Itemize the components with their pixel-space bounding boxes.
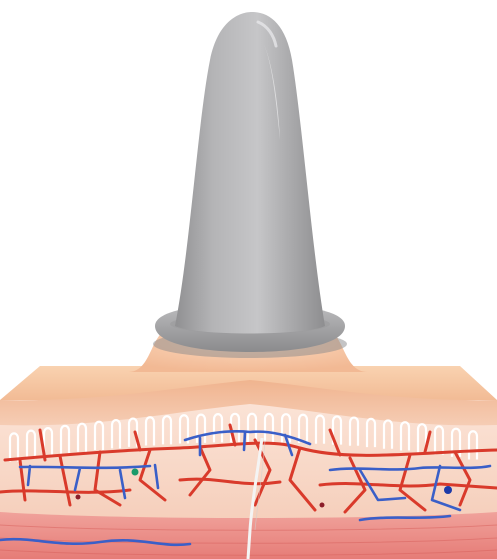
vessel-cross-section bbox=[320, 503, 325, 508]
vessel-cross-section bbox=[444, 486, 452, 494]
sweat-gland-dot bbox=[132, 469, 139, 476]
cup-body bbox=[175, 12, 325, 334]
vessel-cross-section bbox=[76, 495, 81, 500]
